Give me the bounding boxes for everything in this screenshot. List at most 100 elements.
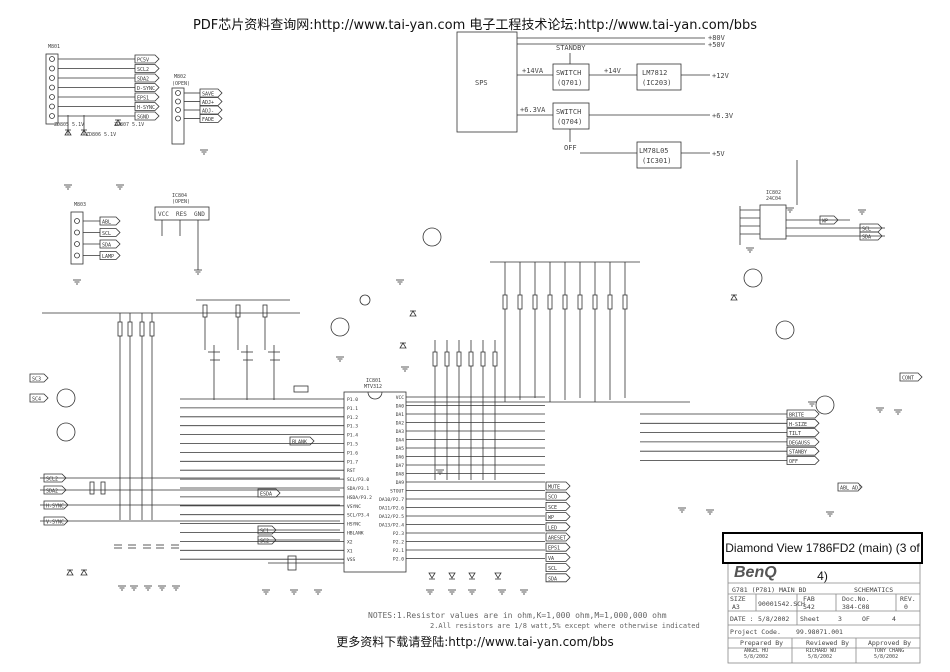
reg-ic301-l2: (IC301) (642, 157, 672, 165)
mcu-left-pin: RST (347, 468, 356, 474)
mcu-left-pin: P1.0 (347, 397, 358, 403)
left-passives (40, 312, 340, 549)
mcu-left-pin: HBLANK (347, 531, 364, 537)
signal-scl: SCL (545, 563, 571, 572)
m802-sub: (OPEN) (172, 81, 190, 87)
mcu-right-pin: DA4 (396, 438, 405, 444)
m801-pin-5: EPS1 (134, 92, 160, 102)
mcu-part: MTV312 (364, 384, 382, 390)
mcu-right-pin: DA9 (396, 480, 405, 486)
signal-sc1-text: SC1 (260, 529, 269, 535)
signal-abl-adj-text: ABL ADJ (840, 486, 861, 492)
schematic-title: Diamond View 1786FD2 (main) (3 of 4) (722, 532, 923, 583)
signal-areset-text: ARESET (548, 536, 566, 542)
signal-tilt-text: TILT (789, 431, 801, 437)
signal-sc2: SC2 (257, 535, 277, 545)
q-c945-1 (330, 317, 350, 337)
mcu-output-tags: MUTESCOSCEWPLEDARESETEPS1VASCLSDACONTABL… (29, 215, 923, 582)
m803-pin-2-text: SCL (102, 231, 111, 237)
mcu-left-pin: HSDA/P3.2 (347, 495, 372, 501)
signal-sce: SCE (545, 502, 571, 511)
led-801 (359, 294, 371, 306)
signal-mute-text: MUTE (548, 485, 560, 491)
signal-scl-eeprom: SCL (859, 223, 883, 233)
m803-pin-3: SDA (99, 239, 121, 249)
diode-array (64, 119, 738, 580)
reg-ic203-l2: (IC203) (642, 79, 672, 87)
mcu-name: IC801 (366, 378, 381, 384)
mcu-right-pin: P2.1 (393, 548, 404, 554)
m803-pin-2: SCL (99, 228, 121, 237)
signal-va-text: VA (548, 556, 554, 562)
signal-sco-text: SCO (548, 495, 557, 501)
signal-esda: ESDA (257, 488, 281, 498)
signal-eps1-text: EPS1 (548, 546, 560, 552)
mcu-right-pin: P2.0 (393, 557, 404, 563)
zd807-label: ZD807 5.1V (114, 122, 144, 128)
signal-scl-text: SCL (548, 566, 557, 572)
mcu-right-pin: DA6 (396, 455, 405, 461)
v14va-label: +14VA (522, 67, 544, 75)
mcu-right-pin: DA7 (396, 463, 405, 469)
prepared-date: 5/8/2002 (744, 654, 769, 660)
prepared-label: Prepared By (740, 639, 784, 647)
signal-sda-eeprom-text: SDA (862, 235, 871, 241)
signal-eps1: EPS1 (545, 542, 571, 552)
m801-pin-1: PC5V (134, 54, 160, 64)
signal-h-sync-text: H-SYNC (46, 504, 64, 510)
note-2: 2.All resistors are 1/8 watt,5% except w… (430, 622, 700, 630)
v5-label: +5V (712, 150, 725, 158)
signal-tilt: TILT (786, 428, 820, 437)
signal-sc1: SC1 (257, 525, 277, 535)
signal-brite: BRITE (786, 409, 820, 419)
signal-wp-text: WP (548, 515, 554, 521)
mcu-left-pin: P1.7 (347, 459, 358, 465)
sheet-total: 4 (892, 615, 896, 623)
ground-symbols (64, 149, 902, 595)
mcu-left-pin: X2 (347, 539, 353, 545)
approved-by: TONY CHANG (874, 648, 905, 654)
m801-pin-7-text: SGND (137, 115, 149, 121)
m802-name: M802 (174, 74, 186, 80)
signal-off-text: OFF (789, 459, 798, 465)
project-label: Project Code. (730, 628, 781, 636)
q-a733-1 (422, 227, 442, 247)
title-block: BenQ G781 (P781) MAIN BD SCHEMATICS SIZE… (728, 560, 920, 660)
m801-pin-4-text: D-SYNC (137, 86, 155, 92)
sps-label: SPS (475, 79, 488, 87)
v63va-label: +6.3VA (520, 106, 546, 114)
signal-off: OFF (786, 456, 820, 465)
q-c945-2 (56, 388, 76, 408)
standby-label: STANDBY (556, 44, 586, 52)
zd806-label: ZD806 5.1V (86, 132, 116, 138)
mcu-left-pin: P1.2 (347, 415, 358, 421)
signal-sc3-text: SC3 (32, 377, 41, 383)
signal-sc2-text: SC2 (260, 539, 269, 545)
mcu-right-pin: DA5 (396, 446, 405, 452)
rev-value: 0 (904, 603, 908, 611)
signal-sc3: SC3 (29, 373, 49, 383)
switch-q704-l2: (Q704) (557, 118, 582, 126)
signal-areset: ARESET (545, 532, 571, 542)
signal-degauss-text: DEGAUSS (789, 440, 810, 446)
header-watermark-top: PDF芯片资料查询网:http://www.tai-yan.com 电子工程技术… (192, 18, 758, 33)
m802-pin-2-text: ADJ+ (202, 100, 214, 106)
reviewed-label: Reviewed By (806, 639, 850, 647)
zd805-label: ZD805 5.1V (54, 122, 84, 128)
signal-va: VA (545, 553, 571, 562)
signal-degauss: DEGAUSS (786, 437, 820, 446)
m803-pin-1-text: ABL (102, 220, 111, 226)
ic802-part: 24C04 (766, 196, 781, 202)
signal-wp-eeprom: WP (819, 215, 839, 225)
ic802-name: IC802 (766, 190, 781, 196)
m802-pin-3: ADJ- (199, 105, 223, 115)
m802-pin-4-text: FADE (202, 117, 214, 123)
note-1: NOTES:1.Resistor values are in ohm,K=1,0… (368, 611, 667, 620)
reviewed-by: RICHARD WU (806, 648, 837, 654)
mcu-left-pin: P1.5 (347, 442, 358, 448)
m803-pin-4: LAMP (99, 251, 121, 260)
m803-pin-1: ABL (99, 216, 121, 226)
transistors (56, 227, 835, 442)
mcu-left-pin: P1.3 (347, 424, 358, 430)
